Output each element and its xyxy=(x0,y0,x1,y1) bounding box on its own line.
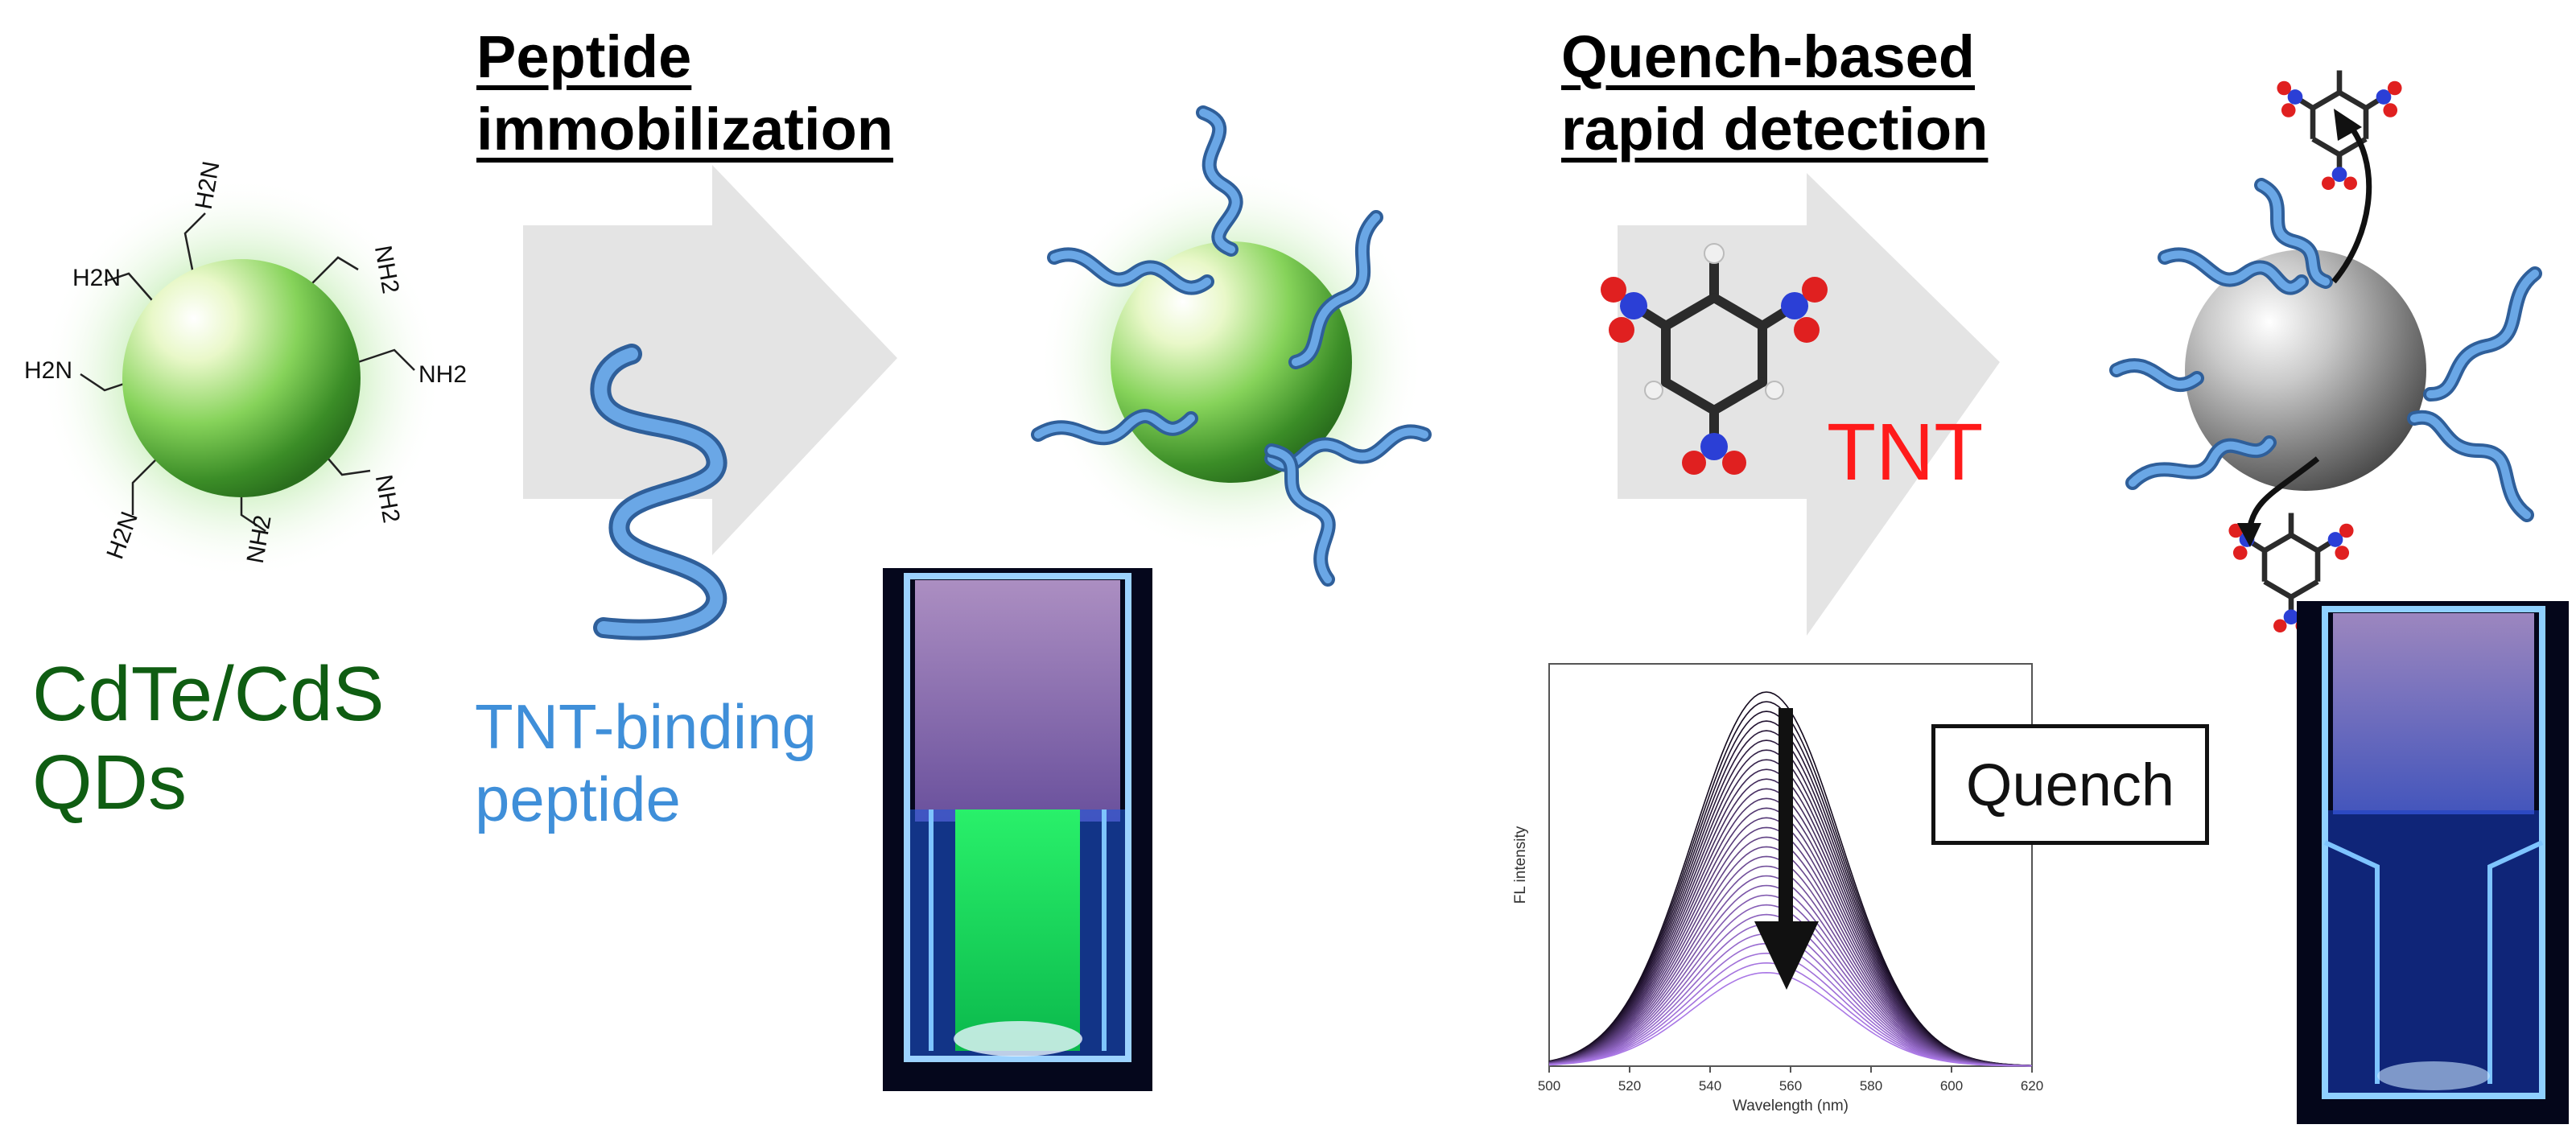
x-tick-label: 600 xyxy=(1940,1078,1963,1094)
tnt-molecule xyxy=(1601,243,1828,475)
cuvette-photo-fluorescent xyxy=(883,568,1152,1091)
peptide-label-line2: peptide xyxy=(475,764,681,834)
x-tick-label: 560 xyxy=(1779,1078,1802,1094)
quench-label-box: Quench xyxy=(1931,724,2209,845)
x-axis-title: Wavelength (nm) xyxy=(1733,1098,1849,1114)
bound-tnt-bottom xyxy=(2228,513,2354,632)
amine-label: H2N xyxy=(24,357,72,384)
tnt-binding-peptide-helix xyxy=(590,344,727,641)
arrow-immobilization xyxy=(523,165,897,555)
peptide-coated-qd xyxy=(1031,105,1432,587)
qd-label-line1: CdTe/CdS xyxy=(32,651,385,737)
cuvette-drawing xyxy=(2322,606,2545,1099)
quench-label: Quench xyxy=(1965,751,2175,818)
cuvette-photo-quenched xyxy=(2297,601,2569,1124)
x-ticks: 500 520 540 560 580 600 620 xyxy=(1538,1066,2043,1094)
tnt-label: TNT xyxy=(1827,407,1984,497)
heading-step1-line1: Peptide xyxy=(476,23,692,90)
amine-label: H2N xyxy=(72,265,121,291)
qd-sphere xyxy=(122,259,361,497)
qd-sphere-quenched xyxy=(2185,249,2426,491)
surface-peptides xyxy=(2109,178,2542,522)
y-axis-title: FL intensity xyxy=(1512,826,1529,904)
amine-label: NH2 xyxy=(418,361,467,388)
qd-label-line2: QDs xyxy=(32,739,187,826)
binding-arrow-bottom xyxy=(2246,456,2320,532)
x-tick-label: 580 xyxy=(1860,1078,1882,1094)
cuvette-drawing xyxy=(904,573,1131,1062)
x-tick-label: 520 xyxy=(1618,1078,1641,1094)
peptide-label-line1: TNT-binding xyxy=(475,691,817,762)
surface-peptides xyxy=(1031,105,1432,587)
amine-quantum-dot: H2N H2N NH2 NH2 H2N H2N NH2 NH2 xyxy=(24,159,467,579)
quench-down-arrow xyxy=(1754,708,1819,990)
binding-arrow-top xyxy=(2331,118,2372,284)
heading-step2-line2: rapid detection xyxy=(1561,96,1989,163)
x-tick-label: 540 xyxy=(1699,1078,1721,1094)
x-tick-label: 620 xyxy=(2021,1078,2043,1094)
quenched-qd xyxy=(2109,70,2542,632)
heading-step2-line1: Quench-based xyxy=(1561,23,1975,90)
heading-step1-line2: immobilization xyxy=(476,96,893,163)
x-tick-label: 500 xyxy=(1538,1078,1560,1094)
